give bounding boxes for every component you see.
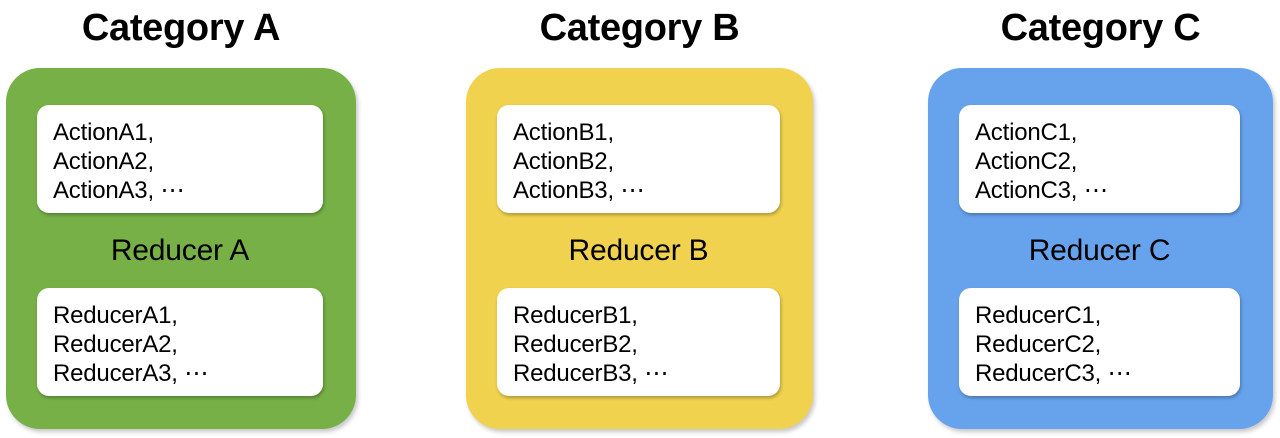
reducer-line-1: ReducerB1, [513,302,638,329]
action-line-1: ActionA1, [53,119,154,146]
reducer-line-2: ReducerC2, [975,331,1102,358]
reducer-label-a: Reducer A [110,233,250,267]
reducer-line-2: ReducerA2, [53,331,178,358]
reducer-line-1: ReducerC1, [975,302,1102,329]
reducer-card-b: ReducerB1, ReducerB2, ReducerB3, ⋯ [497,288,780,396]
reducer-line-3: ReducerA3, ⋯ [53,360,209,387]
category-title-b: Category B [539,7,740,49]
category-title-a: Category A [81,7,281,49]
action-card-b: ActionB1, ActionB2, ActionB3, ⋯ [497,105,780,213]
reducer-line-3: ReducerB3, ⋯ [513,360,669,387]
reducer-card-a: ReducerA1, ReducerA2, ReducerA3, ⋯ [37,288,323,396]
action-line-3: ActionC3, ⋯ [975,177,1108,204]
action-card-c: ActionC1, ActionC2, ActionC3, ⋯ [959,105,1240,213]
category-group-b: Category B ActionB1, ActionB2, ActionB3,… [466,0,813,438]
reducer-label-b: Reducer B [568,233,709,267]
category-title-c: Category C [1000,7,1201,49]
action-line-1: ActionC1, [975,119,1078,146]
action-card-a: ActionA1, ActionA2, ActionA3, ⋯ [37,105,323,213]
category-panel-b: ActionB1, ActionB2, ActionB3, ⋯ Reducer … [466,68,813,429]
panel-content-c: ActionC1, ActionC2, ActionC3, ⋯ Reducer … [928,68,1273,429]
action-line-2: ActionB2, [513,148,614,175]
panel-content-b: ActionB1, ActionB2, ActionB3, ⋯ Reducer … [466,68,813,429]
category-panel-a: ActionA1, ActionA2, ActionA3, ⋯ Reducer … [6,68,356,429]
action-line-1: ActionB1, [513,119,614,146]
reducer-card-c: ReducerC1, ReducerC2, ReducerC3, ⋯ [959,288,1240,396]
action-line-2: ActionA2, [53,148,154,175]
reducer-line-3: ReducerC3, ⋯ [975,360,1132,387]
category-group-c: Category C ActionC1, ActionC2, ActionC3,… [928,0,1273,438]
action-line-2: ActionC2, [975,148,1078,175]
reducer-label-c: Reducer C [1028,233,1171,267]
category-group-a: Category A ActionA1, ActionA2, ActionA3,… [6,0,356,438]
category-panel-c: ActionC1, ActionC2, ActionC3, ⋯ Reducer … [928,68,1273,429]
panel-content-a: ActionA1, ActionA2, ActionA3, ⋯ Reducer … [6,68,356,429]
reducer-line-1: ReducerA1, [53,302,178,329]
reducer-line-2: ReducerB2, [513,331,638,358]
action-line-3: ActionB3, ⋯ [513,177,645,204]
action-line-3: ActionA3, ⋯ [53,177,185,204]
